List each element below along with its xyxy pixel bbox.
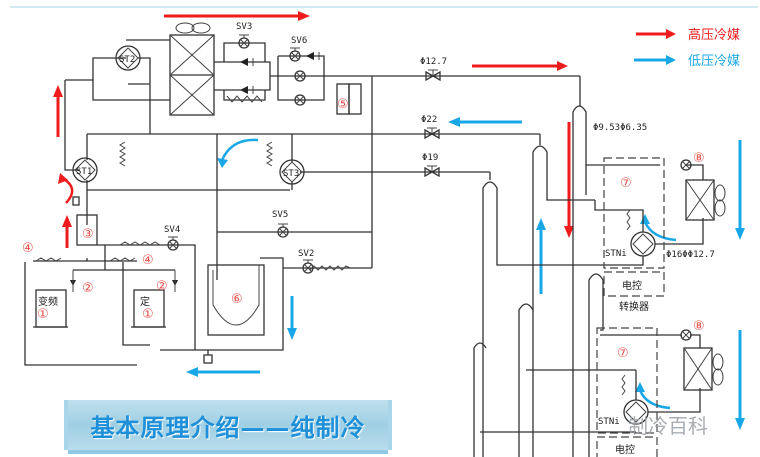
solenoid-valve-sv6: SV6 — [289, 36, 307, 62]
solenoid-valve-sv5: SV5 — [272, 210, 289, 238]
fan-icon — [175, 22, 195, 34]
arrow-down-icon — [287, 296, 297, 340]
arrow-up-icon — [62, 215, 72, 248]
arrow-down-icon — [564, 122, 574, 238]
fan-icon — [714, 199, 726, 217]
svg-text:④: ④ — [22, 241, 34, 256]
pipe-size-suction: Φ19 — [422, 153, 438, 163]
outdoor-heat-exchanger — [169, 22, 215, 116]
fan-icon — [712, 353, 724, 371]
svg-text:SV5: SV5 — [272, 210, 288, 220]
curved-arrow-icon — [220, 138, 259, 161]
svg-text:⑦: ⑦ — [620, 176, 632, 191]
indoor-coil — [685, 179, 726, 221]
solenoid-valve-sv3: SV3 — [236, 22, 252, 49]
svg-text:⑧: ⑧ — [693, 151, 705, 166]
stop-valves: Φ12.7 Φ22 Φ19 — [372, 57, 580, 178]
svg-text:⑥: ⑥ — [231, 292, 243, 307]
accumulator — [203, 264, 265, 364]
svg-text:⑦: ⑦ — [617, 346, 629, 361]
fan-icon — [714, 184, 726, 202]
solenoid-valve-sv4: SV4 — [164, 225, 180, 251]
liquid-receiver — [336, 83, 362, 115]
page-title: 基本原理介绍——纯制冷 — [90, 412, 366, 442]
arrow-right-icon — [164, 11, 310, 21]
expansion-valve — [680, 329, 692, 341]
arrow-down-icon — [735, 140, 745, 240]
indoor-coil — [683, 347, 724, 391]
check-valves — [70, 52, 320, 292]
arrow-down-icon — [735, 330, 745, 430]
svg-text:ST2: ST2 — [119, 55, 135, 65]
svg-text:转换器: 转换器 — [619, 300, 649, 313]
svg-text:SV6: SV6 — [291, 36, 307, 46]
four-way-valve-st3: ST3 — [279, 159, 305, 185]
svg-text:①: ① — [142, 307, 154, 322]
watermark: 制冷百科 — [628, 414, 708, 438]
svg-text:STNi: STNi — [605, 249, 627, 259]
legend-label-high: 高压冷媒 — [688, 27, 740, 43]
svg-text:定: 定 — [140, 295, 150, 308]
solenoid-valve — [294, 70, 306, 82]
curved-arrow-icon — [638, 389, 671, 410]
flow-arrows-low — [186, 117, 745, 430]
curved-arrow-icon — [643, 221, 677, 242]
svg-text:SV2: SV2 — [298, 249, 314, 259]
svg-text:ST1: ST1 — [76, 167, 92, 177]
solenoid-valve-sv2: SV2 — [298, 249, 314, 274]
pipe-size-liquid: Φ12.7 — [420, 57, 447, 67]
pipe-size-indoor: Φ16ΦΦ12.7 — [666, 250, 715, 260]
four-way-valve-st1: ST1 — [72, 157, 98, 183]
fan-icon — [712, 368, 724, 386]
indoor-unit-1: 电控 转换器 — [603, 157, 726, 313]
branch-piping: Φ9.53Φ6.35 Φ16ΦΦ12.7 — [473, 76, 715, 457]
svg-text:变频: 变频 — [38, 295, 58, 308]
stop-valve-gas — [424, 127, 440, 140]
pipe-size-gas: Φ22 — [421, 115, 437, 125]
capillary-tubes — [35, 95, 631, 396]
four-way-valve-st2: ST2 — [115, 45, 141, 71]
svg-text:SV3: SV3 — [236, 22, 252, 32]
solenoid-valve — [294, 94, 306, 106]
legend-item-low-pressure: 低压冷媒 — [634, 54, 740, 69]
compressor-fixed: 定 — [131, 289, 166, 328]
svg-text:③: ③ — [82, 227, 94, 242]
flow-arrows-high — [53, 11, 574, 248]
four-way-valve-stn1: STNi — [605, 231, 656, 259]
svg-text:SV4: SV4 — [164, 225, 180, 235]
title-banner: 基本原理介绍——纯制冷 — [68, 400, 388, 450]
component-numbers: ① ① ② ② ③ ④ ④ ⑤ ⑥ ⑦ ⑦ ⑧ ⑧ — [22, 97, 705, 361]
arrow-up-icon — [536, 218, 546, 294]
legend: 高压冷媒 低压冷媒 — [634, 27, 740, 69]
arrow-left-icon — [186, 367, 260, 377]
legend-label-low: 低压冷媒 — [688, 54, 740, 69]
svg-text:电控: 电控 — [615, 443, 635, 456]
stop-valve-suction — [424, 165, 440, 178]
expansion-valve — [680, 159, 692, 171]
indoor-unit-2: 电控 — [596, 327, 724, 457]
legend-item-high-pressure: 高压冷媒 — [636, 27, 740, 43]
arrow-up-icon — [53, 85, 63, 137]
svg-text:电控: 电控 — [622, 279, 642, 292]
svg-text:⑤: ⑤ — [337, 97, 349, 112]
svg-text:①: ① — [37, 307, 49, 322]
pipe-size-branch: Φ9.53Φ6.35 — [593, 123, 647, 133]
arrow-left-icon — [448, 117, 522, 127]
svg-text:⑧: ⑧ — [693, 319, 705, 334]
svg-text:④: ④ — [142, 253, 154, 268]
arrow-right-icon — [472, 61, 568, 71]
svg-text:ST3: ST3 — [283, 169, 299, 179]
fan-icon — [191, 22, 211, 34]
svg-text:②: ② — [82, 281, 94, 296]
svg-text:②: ② — [156, 279, 168, 294]
svg-text:STNi: STNi — [598, 417, 620, 427]
oil-separator — [72, 196, 98, 246]
stop-valve-liquid — [425, 69, 441, 82]
compressor-inverter: 变频 — [33, 289, 68, 328]
